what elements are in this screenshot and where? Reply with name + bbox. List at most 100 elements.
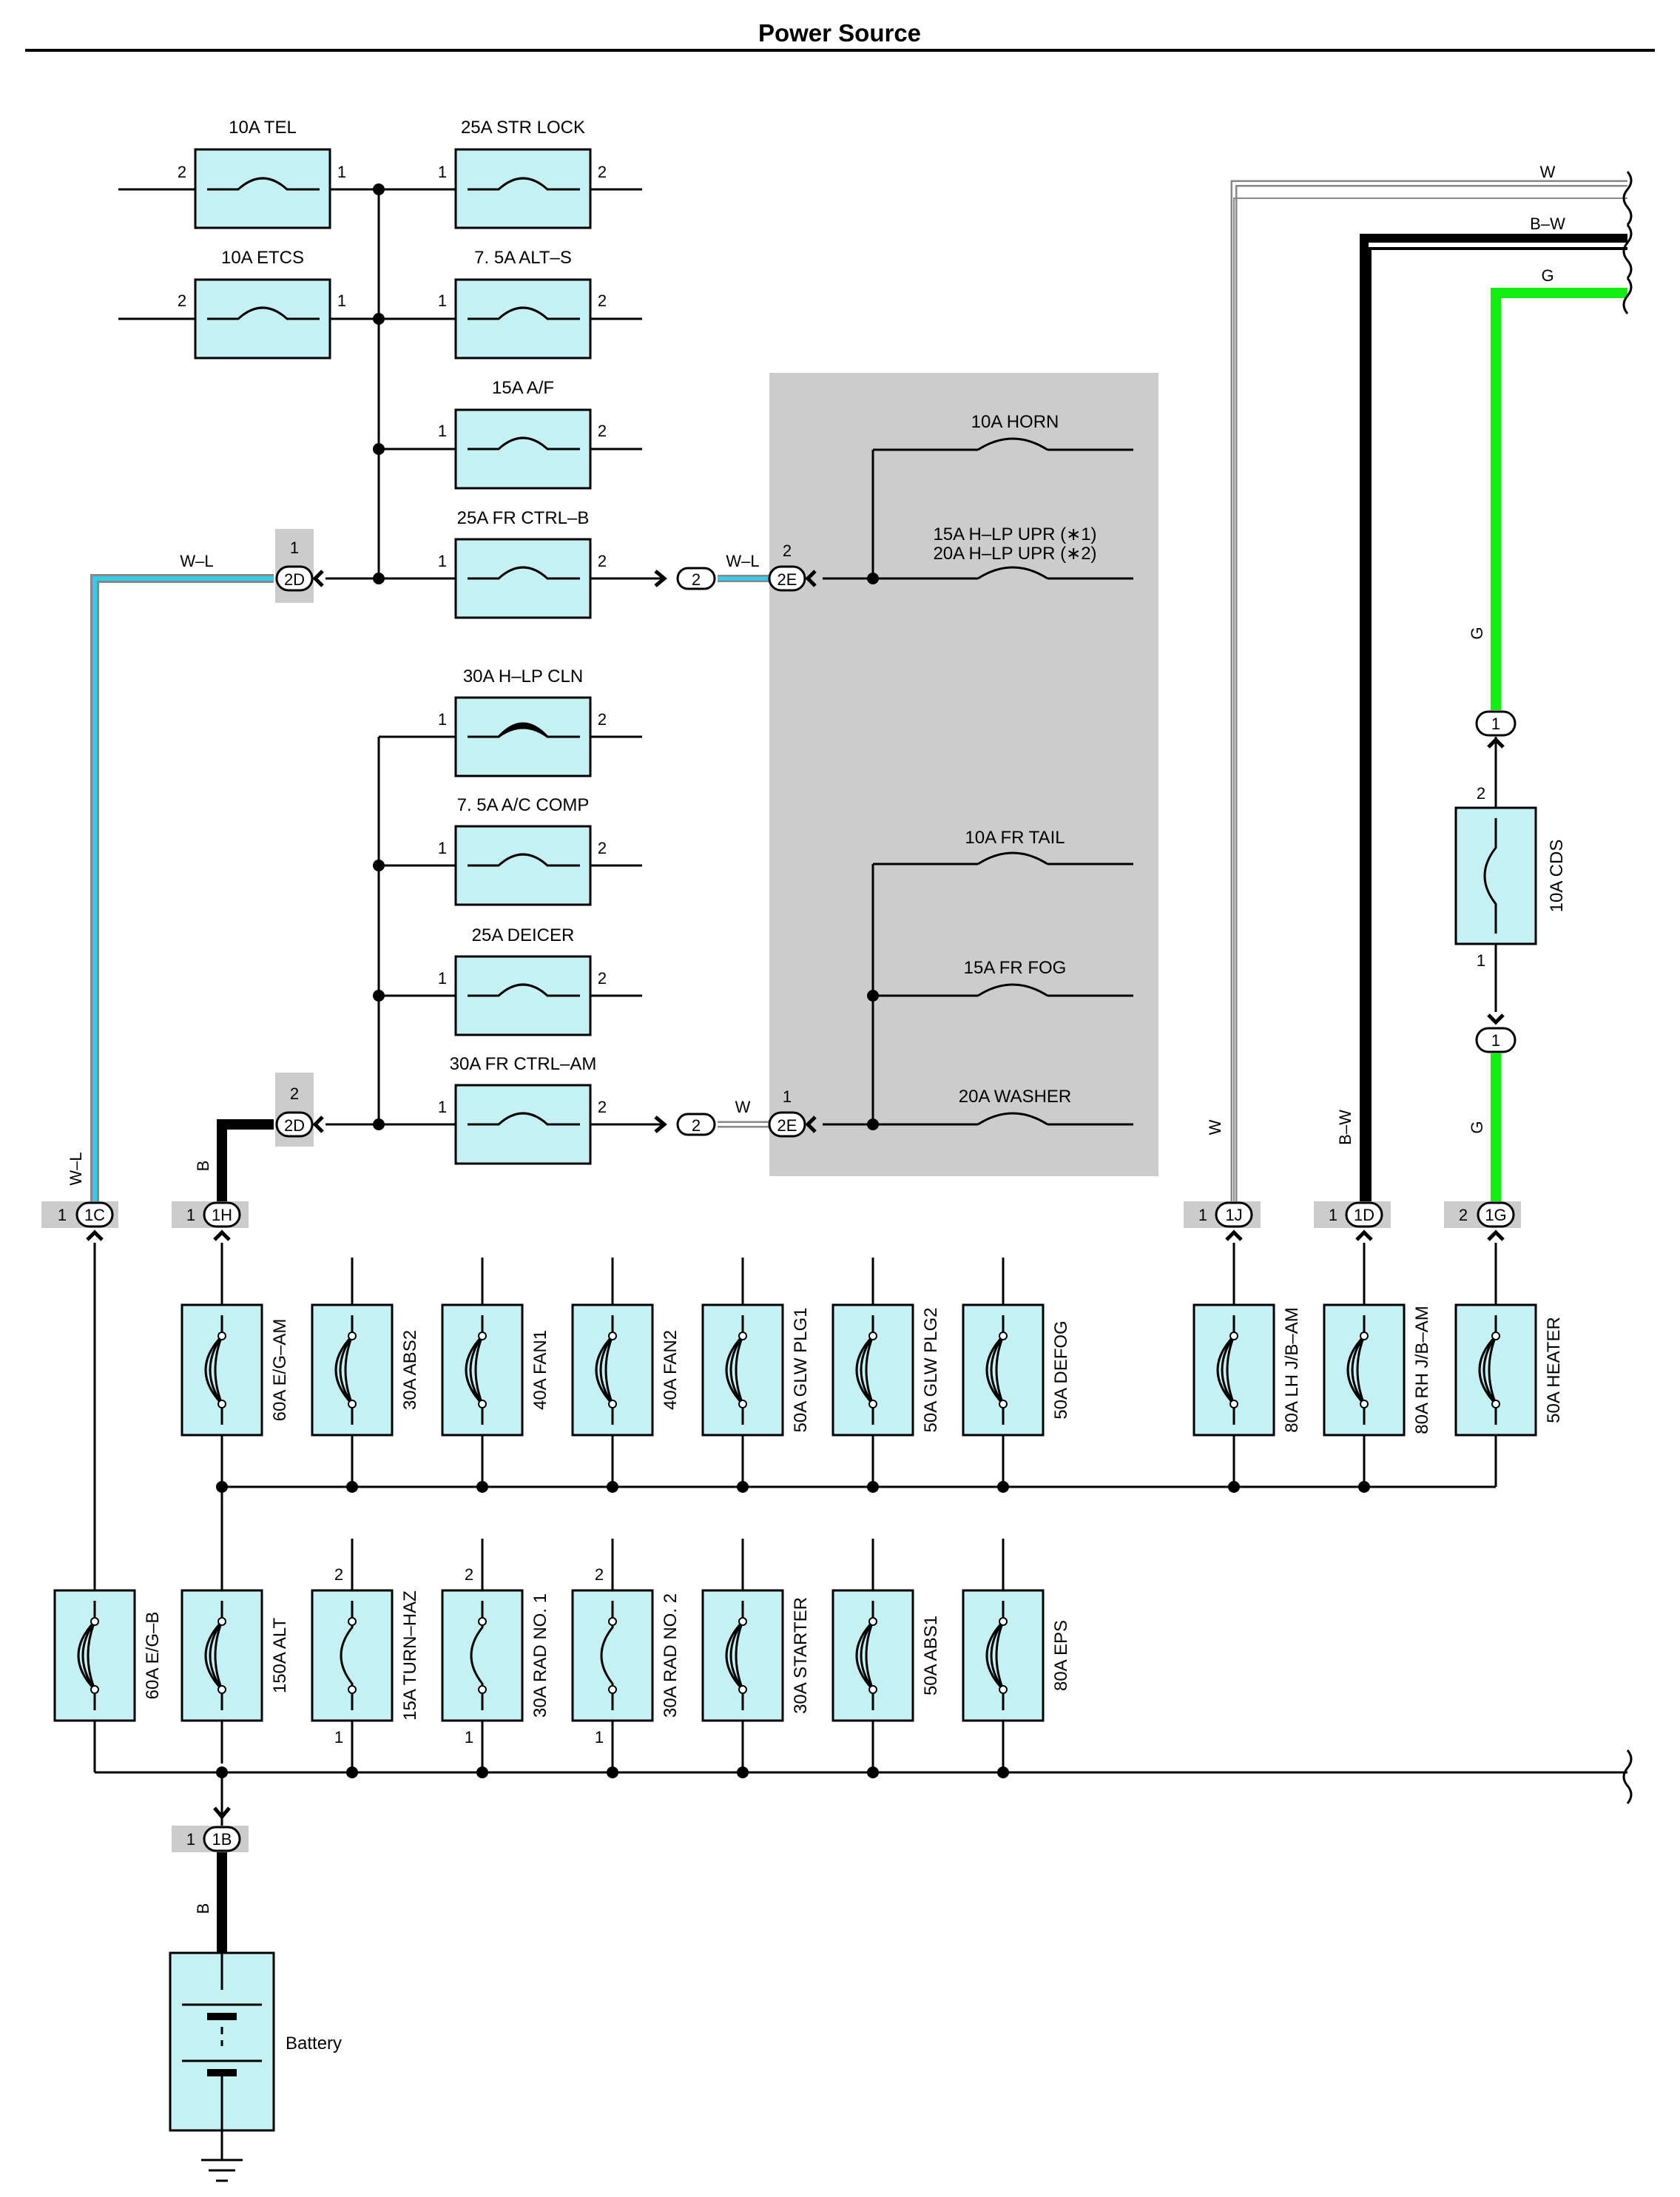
svg-text:1: 1	[58, 1206, 67, 1224]
svg-text:2: 2	[290, 1084, 299, 1103]
inline-connector-bot: 2	[654, 1113, 716, 1136]
fuse-label: 30A H–LP CLN	[463, 666, 583, 686]
fuse-pin: 2	[598, 163, 607, 181]
fusible-label: 80A LH J/B–AM	[1282, 1307, 1302, 1432]
fusible-link: 30A RAD NO. 221	[571, 1565, 681, 1747]
fuse-pin: 1	[438, 552, 447, 570]
fusible-label: 80A EPS	[1051, 1620, 1071, 1691]
wire-label-bw-top: B–W	[1530, 215, 1565, 233]
fuse-cds: 10A CDS 2 1	[1454, 784, 1567, 970]
fuse-label: 15A A/F	[492, 378, 554, 398]
svg-text:2E: 2E	[777, 570, 797, 589]
jb-fuse-h-lp-upr: 15A H–LP UPR (∗1) 20A H–LP UPR (∗2)	[933, 524, 1097, 580]
fusible-link: 30A RAD NO. 121	[441, 1565, 550, 1747]
battery: Battery	[169, 1951, 342, 2132]
svg-text:1: 1	[186, 1830, 195, 1849]
connector-cds-top: 1	[1475, 710, 1517, 749]
svg-text:2: 2	[783, 541, 792, 560]
fuse-pin: 1	[438, 291, 447, 310]
jb-fuse-washer: 20A WASHER	[959, 1087, 1072, 1126]
fuse-pin: 2	[178, 163, 186, 181]
wire-label-wl-vert: W–L	[67, 1152, 85, 1185]
fuse-pin: 2	[178, 291, 186, 310]
fuse-ac-comp: 7. 5A A/C COMP 1 2	[438, 795, 607, 906]
fuse-label: 25A FR CTRL–B	[457, 508, 590, 528]
battery-label: Battery	[286, 2034, 342, 2053]
jb-fuse-fr-tail: 10A FR TAIL	[965, 828, 1065, 865]
fuse-label: 15A FR FOG	[964, 958, 1067, 978]
fusible-pin: 1	[465, 1728, 473, 1747]
svg-text:1J: 1J	[1225, 1206, 1242, 1224]
fuse-pin: 2	[598, 710, 607, 729]
fuse-pin: 1	[337, 163, 346, 181]
fusible-pin: 2	[465, 1565, 473, 1584]
fuse-pin: 2	[1477, 784, 1485, 803]
fuse-etcs: 10A ETCS 2 1	[178, 248, 346, 360]
wire-label-w-mid: W	[735, 1098, 751, 1116]
fusible-label: 15A TURN–HAZ	[400, 1590, 420, 1721]
fusible-label: 50A GLW PLG2	[921, 1308, 941, 1433]
fuse-pin: 1	[438, 969, 447, 988]
svg-text:1H: 1H	[212, 1206, 232, 1224]
fusible-label: 50A HEATER	[1544, 1317, 1564, 1423]
fusible-link: 30A STARTER	[701, 1589, 811, 1722]
fuse-pin: 2	[598, 552, 607, 570]
fuse-label: 25A STR LOCK	[461, 118, 585, 138]
svg-text:2D: 2D	[284, 570, 305, 589]
fuse-label: 10A ETCS	[221, 248, 304, 268]
fuse-pin: 1	[1477, 951, 1485, 970]
jb-fuse-horn: 10A HORN	[971, 412, 1059, 451]
connector-2d-top: 2D 1	[275, 539, 324, 592]
connector-2d-bot: 2D 2	[275, 1084, 324, 1138]
connector-1h: 1H 1	[186, 1201, 241, 1241]
wire-label-w-right: W	[1206, 1119, 1224, 1135]
fusible-label: 40A FAN1	[530, 1330, 550, 1410]
fuse-pin: 1	[337, 291, 346, 310]
fusible-label: 30A ABS2	[400, 1330, 420, 1410]
svg-text:1C: 1C	[84, 1206, 105, 1224]
fusible-link: 80A LH J/B–AM	[1192, 1303, 1302, 1437]
fuse-pin: 2	[598, 969, 607, 988]
fuse-pin: 1	[438, 1098, 447, 1116]
svg-text:1D: 1D	[1354, 1206, 1374, 1224]
fusible-label: 80A RH J/B–AM	[1412, 1306, 1432, 1434]
fuse-tel: 10A TEL 2 1	[178, 118, 346, 229]
wire-label-g-upper: G	[1468, 627, 1486, 639]
wire-label-b-1h: B	[194, 1161, 212, 1172]
fusible-link: 80A RH J/B–AM	[1323, 1303, 1432, 1437]
fuse-label-alt: 20A H–LP UPR (∗2)	[933, 544, 1096, 564]
wire-label-wl-left: W–L	[180, 552, 213, 570]
wire-label-wl-mid: W–L	[726, 552, 759, 570]
svg-text:1: 1	[1491, 715, 1500, 733]
fusible-pin: 2	[595, 1565, 604, 1584]
fuse-label: 10A CDS	[1547, 840, 1567, 913]
fuse-label: 10A HORN	[971, 412, 1059, 432]
connector-2e-top: 2E 2	[768, 541, 817, 592]
svg-text:2: 2	[1459, 1206, 1468, 1224]
fuse-pin: 1	[438, 839, 447, 857]
connector-1c: 1C 1	[58, 1201, 114, 1241]
inline-connector-top: 2	[654, 567, 716, 590]
wire-label-w-top: W	[1540, 163, 1556, 181]
fusible-link: 40A FAN1	[441, 1303, 550, 1437]
fusible-link: 80A EPS	[962, 1589, 1071, 1722]
fusible-pin: 1	[595, 1728, 604, 1747]
fuse-pin: 2	[598, 422, 607, 440]
wire-label-b-battery: B	[194, 1903, 212, 1914]
svg-text:1: 1	[1329, 1206, 1337, 1224]
fusible-link: 50A HEATER	[1454, 1303, 1564, 1437]
fuse-label: 20A WASHER	[959, 1087, 1072, 1107]
fusible-link: 50A GLW PLG1	[701, 1303, 811, 1437]
connector-2e-bot: 2E 1	[768, 1087, 817, 1138]
fuse-pin: 2	[598, 839, 607, 857]
fuse-label: 15A H–LP UPR (∗1)	[933, 524, 1096, 544]
fusible-link: 150A ALT	[181, 1589, 290, 1722]
fuse-h-lp-cln: 30A H–LP CLN 1 2	[438, 666, 607, 777]
fuse-alt-s: 7. 5A ALT–S 1 2	[438, 248, 607, 360]
svg-text:1: 1	[290, 539, 299, 557]
fusible-link: 50A ABS1	[831, 1589, 941, 1722]
